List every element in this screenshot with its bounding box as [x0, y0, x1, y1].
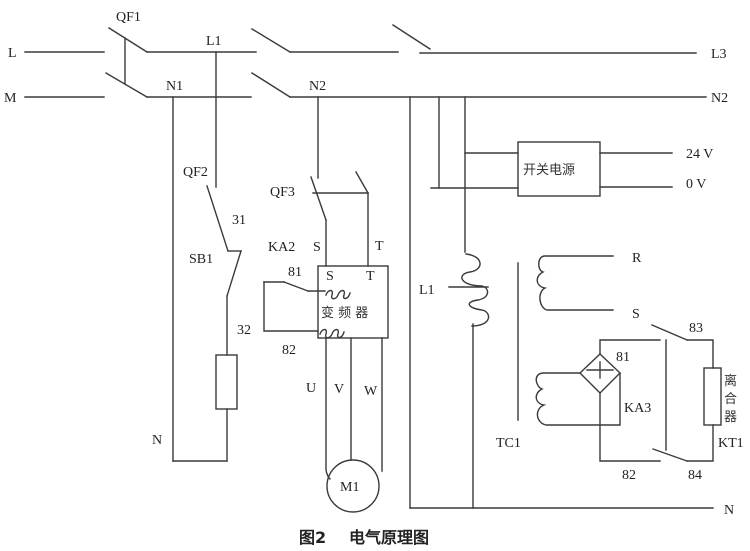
clutch-coil — [703, 367, 722, 426]
label-clutch-3: 器 — [724, 410, 737, 425]
clutch-circuit — [535, 324, 722, 462]
label-kt1: KT1 — [718, 436, 744, 451]
label-m: M — [4, 91, 17, 106]
label-qf1: QF1 — [116, 10, 141, 25]
power-supply — [430, 141, 673, 197]
label-inductor-l1: L1 — [419, 283, 435, 298]
label-n2-top: N2 — [309, 79, 326, 94]
label-vfd-in-t: T — [375, 239, 384, 254]
label-clutch-2: 合 — [724, 392, 737, 407]
label-vfd-box-s: S — [326, 269, 334, 284]
label-84: 84 — [688, 468, 702, 483]
label-vfd-box-t: T — [366, 269, 375, 284]
label-vfd-in-s: S — [313, 240, 321, 255]
label-l3: L3 — [711, 47, 727, 62]
supply-line-l — [24, 51, 697, 54]
resistor-load — [215, 354, 238, 410]
switch-main-2 — [251, 28, 291, 98]
label-0v: 0 V — [686, 177, 706, 192]
label-psu: 开关电源 — [523, 163, 575, 178]
label-out-s: S — [632, 307, 640, 322]
breaker-qf1 — [105, 27, 148, 98]
label-qf2: QF2 — [183, 165, 208, 180]
label-out-v: V — [334, 382, 344, 397]
label-out-u: U — [306, 381, 316, 396]
caption-number: 图2 — [299, 528, 326, 547]
label-ka2: KA2 — [268, 240, 295, 255]
caption-title: 电气原理图 — [349, 528, 429, 547]
label-l: L — [8, 46, 17, 61]
branch-vfd — [263, 96, 389, 480]
label-n-bottom: N — [724, 503, 734, 518]
inductor-l1 — [448, 253, 490, 509]
label-n1: N1 — [166, 79, 183, 94]
label-m1: M1 — [340, 480, 359, 495]
label-out-w: W — [364, 384, 378, 399]
vfd-box — [317, 265, 389, 339]
branch-sb1 — [172, 51, 242, 462]
label-tc1: TC1 — [496, 436, 521, 451]
label-ka2-82: 82 — [282, 343, 296, 358]
psu-box — [517, 141, 601, 197]
n2-rails — [409, 96, 714, 509]
switch-l3 — [392, 24, 431, 50]
label-sb1-32: 32 — [237, 323, 251, 338]
label-ka3: KA3 — [624, 401, 651, 416]
label-ka2-81: 81 — [288, 265, 302, 280]
vfd-coil-bottom — [319, 328, 345, 339]
label-n-left: N — [152, 433, 162, 448]
label-ka3-81: 81 — [616, 350, 630, 365]
label-n2-right: N2 — [711, 91, 728, 106]
label-qf3: QF3 — [270, 185, 295, 200]
vfd-coil-top — [325, 289, 351, 300]
label-vfd-name: 变 频 器 — [321, 305, 368, 321]
label-24v: 24 V — [686, 147, 713, 162]
label-sb1-31: 31 — [232, 213, 246, 228]
label-clutch-1: 离 — [724, 373, 737, 389]
label-ka3-82: 82 — [622, 468, 636, 483]
label-sb1: SB1 — [189, 252, 213, 267]
motor-m1 — [326, 459, 380, 513]
label-83: 83 — [689, 321, 703, 336]
label-l1-top: L1 — [206, 34, 222, 49]
label-out-r: R — [632, 251, 642, 266]
transformer-tc1 — [517, 255, 614, 421]
